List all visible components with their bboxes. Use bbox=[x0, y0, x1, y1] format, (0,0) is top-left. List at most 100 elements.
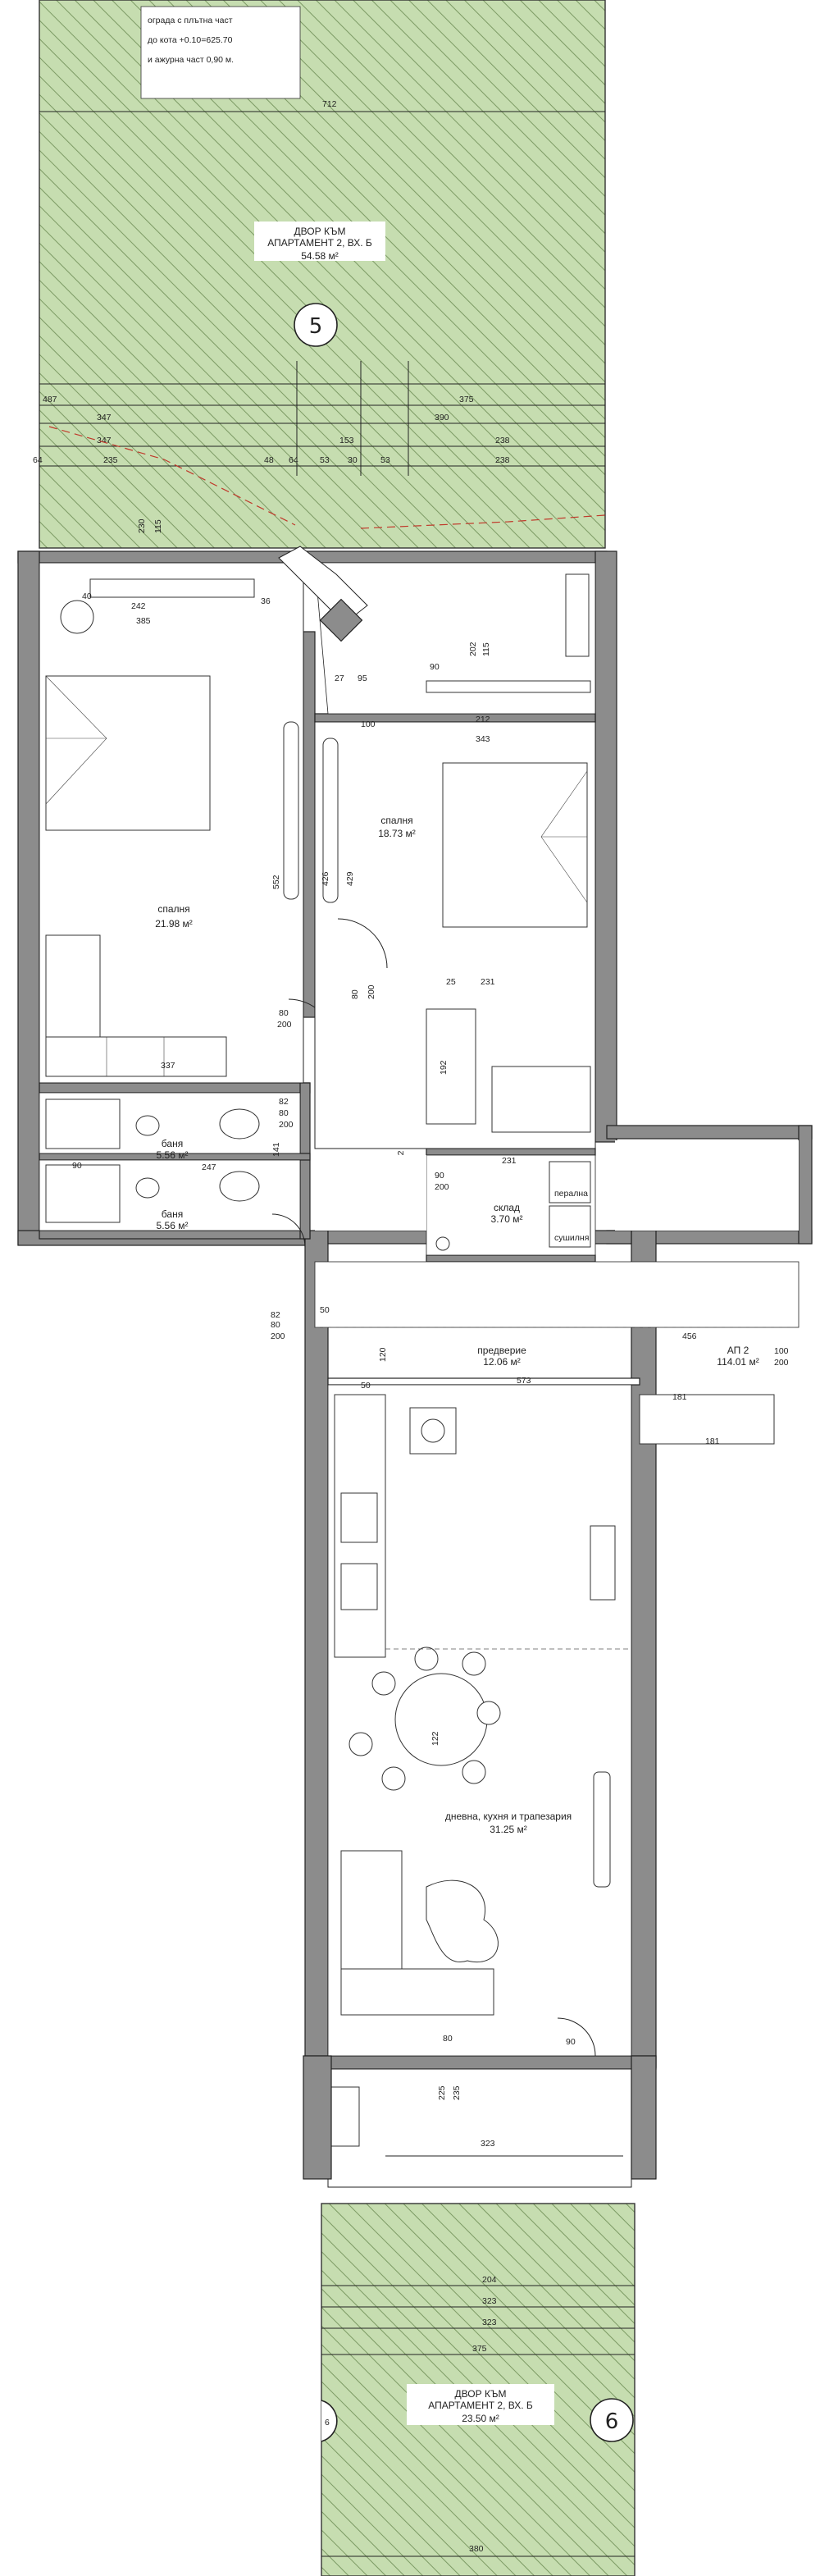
chair-2 bbox=[414, 1647, 439, 1671]
dim-323c: 323 bbox=[482, 2318, 497, 2327]
bedroom-right-bed bbox=[442, 762, 588, 928]
dim-200b: 200 bbox=[367, 984, 376, 999]
hall-wardrobe bbox=[639, 1394, 775, 1445]
yard-bottom-label-2: АПАРТАМЕНТ 2, ВХ. Б bbox=[428, 2400, 533, 2411]
yard-top-label-bg bbox=[254, 222, 385, 261]
chair-6 bbox=[381, 1766, 406, 1791]
hall-area: 12.06 м² bbox=[483, 1356, 521, 1368]
dim-25a: 25 bbox=[446, 977, 456, 987]
sofa-bottom bbox=[340, 1968, 494, 2016]
red-boundary-right bbox=[360, 514, 606, 529]
chair-7 bbox=[348, 1732, 373, 1756]
yard-bottom-label-bg bbox=[407, 2384, 554, 2425]
wall-kitchen-top bbox=[327, 1377, 640, 1386]
bath-upper-name: баня bbox=[162, 1138, 183, 1149]
bedroom-left-name: спалня bbox=[157, 903, 189, 915]
hob-ring bbox=[421, 1418, 445, 1443]
door-swing-right-bed bbox=[337, 918, 388, 969]
yard-top-area: 54.58 м² bbox=[301, 250, 339, 262]
laundry-label-1: перална bbox=[554, 1189, 588, 1199]
living: 50 122 дневна, кухня и трапезария 31.25 … bbox=[320, 1305, 632, 2057]
wall-east-end bbox=[798, 1125, 813, 1245]
dim-100a: 100 bbox=[361, 719, 376, 729]
door-swing-terrace bbox=[557, 2017, 596, 2057]
yard-top: ограда с плътна част до кота +0.10=625.7… bbox=[33, 0, 606, 549]
dim-242: 242 bbox=[131, 601, 146, 611]
bedroom-right-pillow bbox=[540, 770, 588, 903]
dim-181a: 181 bbox=[672, 1392, 687, 1402]
dim-247: 247 bbox=[202, 1162, 216, 1172]
wall-bath-right bbox=[299, 1082, 311, 1240]
dim-202: 202 bbox=[468, 642, 478, 656]
storage-area: склад 3.70 м² перална сушилня 231 90 200… bbox=[396, 1150, 596, 1256]
bedroom-left-window-sill bbox=[89, 578, 255, 598]
dim-200e: 200 bbox=[271, 1331, 285, 1341]
dim-90e: 90 bbox=[566, 2037, 576, 2047]
dim-231b: 231 bbox=[502, 1156, 517, 1166]
dim-53a: 53 bbox=[320, 455, 330, 465]
dim-487: 487 bbox=[43, 395, 57, 404]
chair-5 bbox=[462, 1760, 486, 1784]
marker-6: 6 bbox=[605, 2409, 619, 2434]
dim-48: 48 bbox=[264, 455, 274, 465]
dim-82b: 82 bbox=[271, 1310, 280, 1320]
dim-347b: 347 bbox=[97, 436, 112, 445]
fence-note-box bbox=[140, 6, 301, 99]
chair-4 bbox=[476, 1701, 501, 1725]
bedroom-left-bed bbox=[45, 675, 211, 831]
bedroom-right-name: спалня bbox=[380, 815, 412, 826]
fence-note-1: ограда с плътна част bbox=[148, 16, 233, 25]
toilet-upper bbox=[219, 1108, 260, 1140]
bedroom-right-area: 18.73 м² bbox=[378, 828, 416, 839]
dim-235b: 235 bbox=[452, 2085, 462, 2100]
fence-note-3: и ажурна част 0,90 м. bbox=[148, 55, 234, 65]
dim-337: 337 bbox=[161, 1061, 175, 1071]
bedroom-left-desk bbox=[45, 934, 101, 1038]
kitchen-sink bbox=[340, 1492, 378, 1543]
tv-stand bbox=[590, 1525, 616, 1601]
hall-upper bbox=[315, 1155, 426, 1231]
bedroom-left-area: 21.98 м² bbox=[155, 918, 193, 929]
storage-name: склад bbox=[494, 1202, 520, 1213]
terrace-cabinet bbox=[330, 2086, 360, 2147]
wall-right-upper bbox=[594, 550, 617, 1143]
dim-90b: 90 bbox=[435, 1171, 444, 1181]
bedroom-right-wardrobe-top bbox=[565, 573, 590, 657]
wall-left bbox=[17, 550, 40, 1245]
wall-living-left bbox=[304, 1230, 329, 2068]
bath-upper-area: 5.56 м² bbox=[157, 1149, 189, 1161]
bedroom-right: спалня 18.73 м² 100 343 212 90 202 115 4… bbox=[278, 546, 596, 1149]
dim-80b: 80 bbox=[350, 989, 360, 999]
dim-380: 380 bbox=[469, 2544, 484, 2554]
dim-181b: 181 bbox=[705, 1436, 720, 1446]
wall-bed-partition bbox=[303, 631, 316, 1018]
wall-bath-top bbox=[39, 1082, 311, 1094]
dim-347a: 347 bbox=[97, 413, 112, 422]
dim-238a: 238 bbox=[495, 436, 510, 445]
dim-192: 192 bbox=[439, 1060, 449, 1075]
dim-141: 141 bbox=[271, 1142, 281, 1157]
dim-115a: 115 bbox=[153, 519, 163, 533]
dim-120: 120 bbox=[378, 1347, 388, 1362]
dim-429: 429 bbox=[345, 871, 355, 886]
dim-80a: 80 bbox=[279, 1008, 289, 1018]
shower-upper bbox=[45, 1098, 121, 1149]
yard-bottom: 204 323 323 375 ДВОР КЪМ АПАРТАМЕНТ 2, В… bbox=[321, 2203, 636, 2576]
dim-200a: 200 bbox=[277, 1020, 292, 1030]
sink-lower bbox=[135, 1177, 160, 1199]
dim-231a: 231 bbox=[481, 977, 495, 987]
dim-100b: 100 bbox=[774, 1346, 789, 1356]
dim-235: 235 bbox=[103, 455, 118, 465]
yard-top-area bbox=[39, 0, 606, 549]
yard-top-label-2: АПАРТАМЕНТ 2, ВХ. Б bbox=[267, 237, 372, 249]
bedroom-right-desk bbox=[491, 1066, 591, 1133]
sink-upper bbox=[135, 1115, 160, 1136]
terrace-right-wall bbox=[631, 2055, 657, 2180]
shower-lower bbox=[45, 1164, 121, 1223]
bedroom-right-wardrobe bbox=[426, 1008, 476, 1125]
terrace: 225 235 323 bbox=[303, 2055, 657, 2188]
dim-212: 212 bbox=[476, 715, 490, 724]
dim-64b: 64 bbox=[289, 455, 298, 465]
living-radiator bbox=[593, 1771, 611, 1888]
